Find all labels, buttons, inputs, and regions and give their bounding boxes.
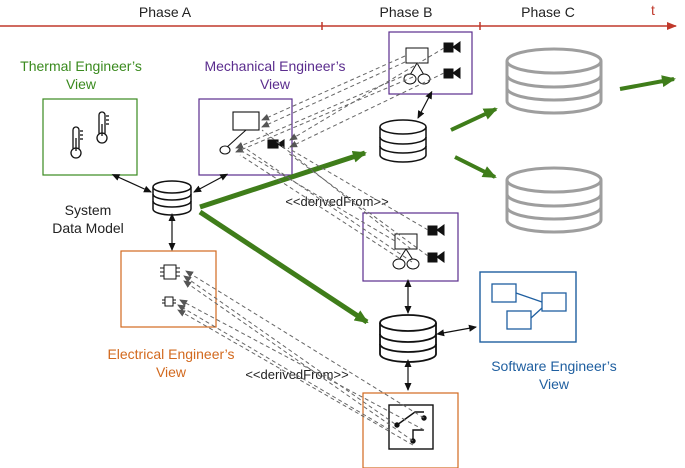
phase-b-label: Phase B (380, 4, 433, 20)
electrical-view-frame (120, 250, 217, 328)
progression-arrow (450, 107, 498, 132)
system-model-title: System (65, 202, 112, 218)
mechanical-view-phase-b (388, 31, 473, 95)
timeline: Phase A Phase B Phase C t (0, 2, 677, 30)
mechanical-view-title: Mechanical Engineer’s (204, 58, 345, 74)
system-model-subtitle: Data Model (52, 220, 124, 236)
circuit-board-icon (388, 404, 434, 450)
software-view-title: Software Engineer’s (491, 358, 617, 374)
mechanical-view-frame (388, 31, 473, 95)
progression-arrow (619, 75, 676, 91)
phase-c-database (505, 166, 603, 234)
thermometer-icon (96, 111, 109, 144)
mechanical-sketch-icon (392, 224, 445, 270)
time-axis-label: t (651, 2, 655, 18)
software-view (479, 271, 577, 343)
progression-arrow (198, 209, 369, 325)
phase-a-label: Phase A (139, 4, 192, 20)
software-view-subtitle: View (539, 376, 570, 392)
mechanical-view-phase-b (362, 212, 459, 282)
chip-icon (162, 296, 176, 307)
thermal-view-title: Thermal Engineer’s (20, 58, 142, 74)
mechanical-view (198, 98, 293, 176)
electrical-view (120, 250, 217, 328)
progression-arrow (199, 150, 367, 210)
phase-c-label: Phase C (521, 4, 575, 20)
chip-icon (160, 264, 180, 280)
thermal-view-subtitle: View (66, 76, 97, 92)
derived-from-links (177, 270, 425, 446)
derived-from-label: <<derivedFrom>> (285, 194, 388, 209)
derived-from-label: <<derivedFrom>> (245, 367, 348, 382)
connector-software (436, 324, 477, 337)
phase-b-database (379, 314, 437, 363)
connector-thermal (111, 174, 152, 193)
progression-arrow (454, 155, 497, 179)
electrical-view-phase-b (362, 392, 459, 468)
mechanical-view-subtitle: View (260, 76, 291, 92)
thermal-view (42, 98, 138, 176)
thermometer-icon (70, 126, 83, 159)
system-data-model-database (152, 180, 192, 216)
electrical-view-frame (362, 392, 459, 468)
phase-b-database (379, 119, 427, 163)
mechanical-view-frame (198, 98, 293, 176)
mechanical-sketch-icon (219, 111, 285, 155)
connector (417, 90, 433, 119)
electrical-view-subtitle: View (156, 364, 187, 380)
connector-mechanical (193, 173, 229, 193)
derived-from-links (235, 47, 445, 263)
phase-c-database (505, 47, 603, 115)
electrical-view-title: Electrical Engineer’s (107, 346, 234, 362)
software-blocks-icon (491, 283, 567, 330)
thermal-view-frame (42, 98, 138, 176)
mechanical-sketch-icon (403, 41, 461, 85)
